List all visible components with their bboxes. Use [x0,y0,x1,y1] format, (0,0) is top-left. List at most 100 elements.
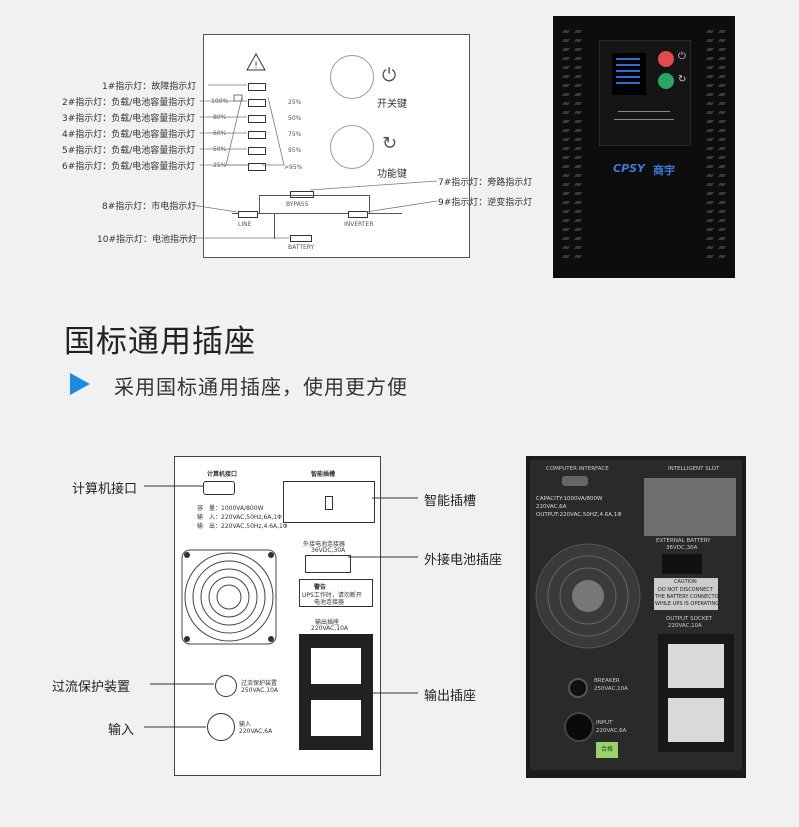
vent-slot [574,84,582,87]
vent-slot [562,255,570,258]
vent-slot [574,93,582,96]
vent-slot [718,138,726,141]
vent-slot [562,120,570,123]
power-icon: ⏻ [382,65,397,86]
vent-slot [574,174,582,177]
vent-slot [574,66,582,69]
vent-slot [718,228,726,231]
computer-interface-label: 计算机接口 [207,471,238,478]
indicator-4-label: 4#指示灯：负载/电池容量指示灯 [62,130,196,140]
vent-slot [574,219,582,222]
vent-slot [574,246,582,249]
right-pct: >95% [284,164,303,171]
indicator-1-label: 1#指示灯：故障指示灯 [102,82,197,92]
function-button[interactable] [658,73,674,89]
right-pct: 75% [288,131,302,138]
left-pct: 80% [213,114,227,121]
vent-slot [706,246,714,249]
vent-slot [706,228,714,231]
input-inlet [207,713,235,741]
vent-slot [718,93,726,96]
ups-rear-photo: COMPUTER INTERFACE INTELLIGENT SLOT CAPA… [526,456,746,778]
vent-slot [562,39,570,42]
output-socket-1[interactable] [668,644,724,688]
caution-text: DO NOT DISCONNECT [658,587,713,593]
battery-connector-port[interactable] [662,554,702,574]
vent-slot [562,129,570,132]
intelligent-slot-cover[interactable] [644,478,736,536]
vent-slot [574,183,582,186]
power-button[interactable] [658,51,674,67]
vent-slot [718,102,726,105]
indicator-6-label: 6#指示灯：负载/电池容量指示灯 [62,162,196,172]
vent-slot [574,111,582,114]
vent-slot [718,210,726,213]
input-cable[interactable] [564,712,594,742]
output-socket-spec: 220VAC,10A [311,625,349,632]
vent-slot [706,201,714,204]
vent-slot [574,48,582,51]
vent-slot [718,246,726,249]
callout-battery-socket: 外接电池插座 [424,553,503,568]
rear-fan-icon [535,543,641,649]
vent-slot [574,39,582,42]
rear-breaker-spec: 250VAC,10A [594,686,628,692]
brand-logo: CPSY [613,162,646,175]
ext-battery-label: 外接电池连接器 [303,541,346,548]
vent-slot [718,156,726,159]
vent-slot [718,219,726,222]
vent-slot [706,30,714,33]
front-leader-lines [181,84,438,239]
output-socket-block [658,634,734,752]
line-label: LINE [238,221,252,228]
vent-slot [706,165,714,168]
vent-slot [718,201,726,204]
indicator-2 [248,99,266,107]
vent-slot [718,120,726,123]
indicator-3-label: 3#指示灯：负载/电池容量指示灯 [62,114,196,124]
vent-slot [562,165,570,168]
vent-slot [706,111,714,114]
indicator-5 [248,147,266,155]
vent-slot [562,93,570,96]
vent-slot [562,192,570,195]
vent-slot [718,111,726,114]
vent-slot [706,57,714,60]
vent-slot [574,75,582,78]
control-panel: ⏻ ↻ [599,40,691,146]
breaker-spec: 250VAC,10A [241,687,279,694]
input-spec: 220VAC,6A [239,728,273,735]
vent-slot [562,30,570,33]
output-socket-2[interactable] [668,698,724,742]
left-pct: 100% [211,98,229,105]
vent-slot [574,255,582,258]
vent-slot [574,129,582,132]
vent-slot [706,120,714,123]
vent-slot [718,237,726,240]
right-pct: 25% [288,99,302,106]
vent-slot [562,75,570,78]
vent-slot [706,255,714,258]
vent-slot [718,39,726,42]
brand-logo-cn: 商宇 [653,164,675,177]
indicator-9 [348,211,368,218]
vent-slot [574,192,582,195]
rear-breaker: BREAKER [594,678,620,684]
vent-slot [562,156,570,159]
rear-leader-lines [144,485,418,728]
vent-slot [574,237,582,240]
rear-computer-interface: COMPUTER INTERFACE [546,466,609,472]
vent-slot [706,237,714,240]
breaker-button[interactable] [568,678,588,698]
warning-text: UPS工作时，请勿断开 [302,592,362,599]
indicator-8 [238,211,258,218]
rear-input-spec: 220VAC,6A [536,504,567,510]
caution-text: THE BATTERY CONNECTOR [655,594,723,600]
callout-output: 输出插座 [424,689,477,704]
right-pct: 50% [288,115,302,122]
vent-slot [562,66,570,69]
lcd-display [612,53,646,95]
vent-slot [706,66,714,69]
db9-port[interactable] [562,476,588,486]
vent-slot [706,219,714,222]
